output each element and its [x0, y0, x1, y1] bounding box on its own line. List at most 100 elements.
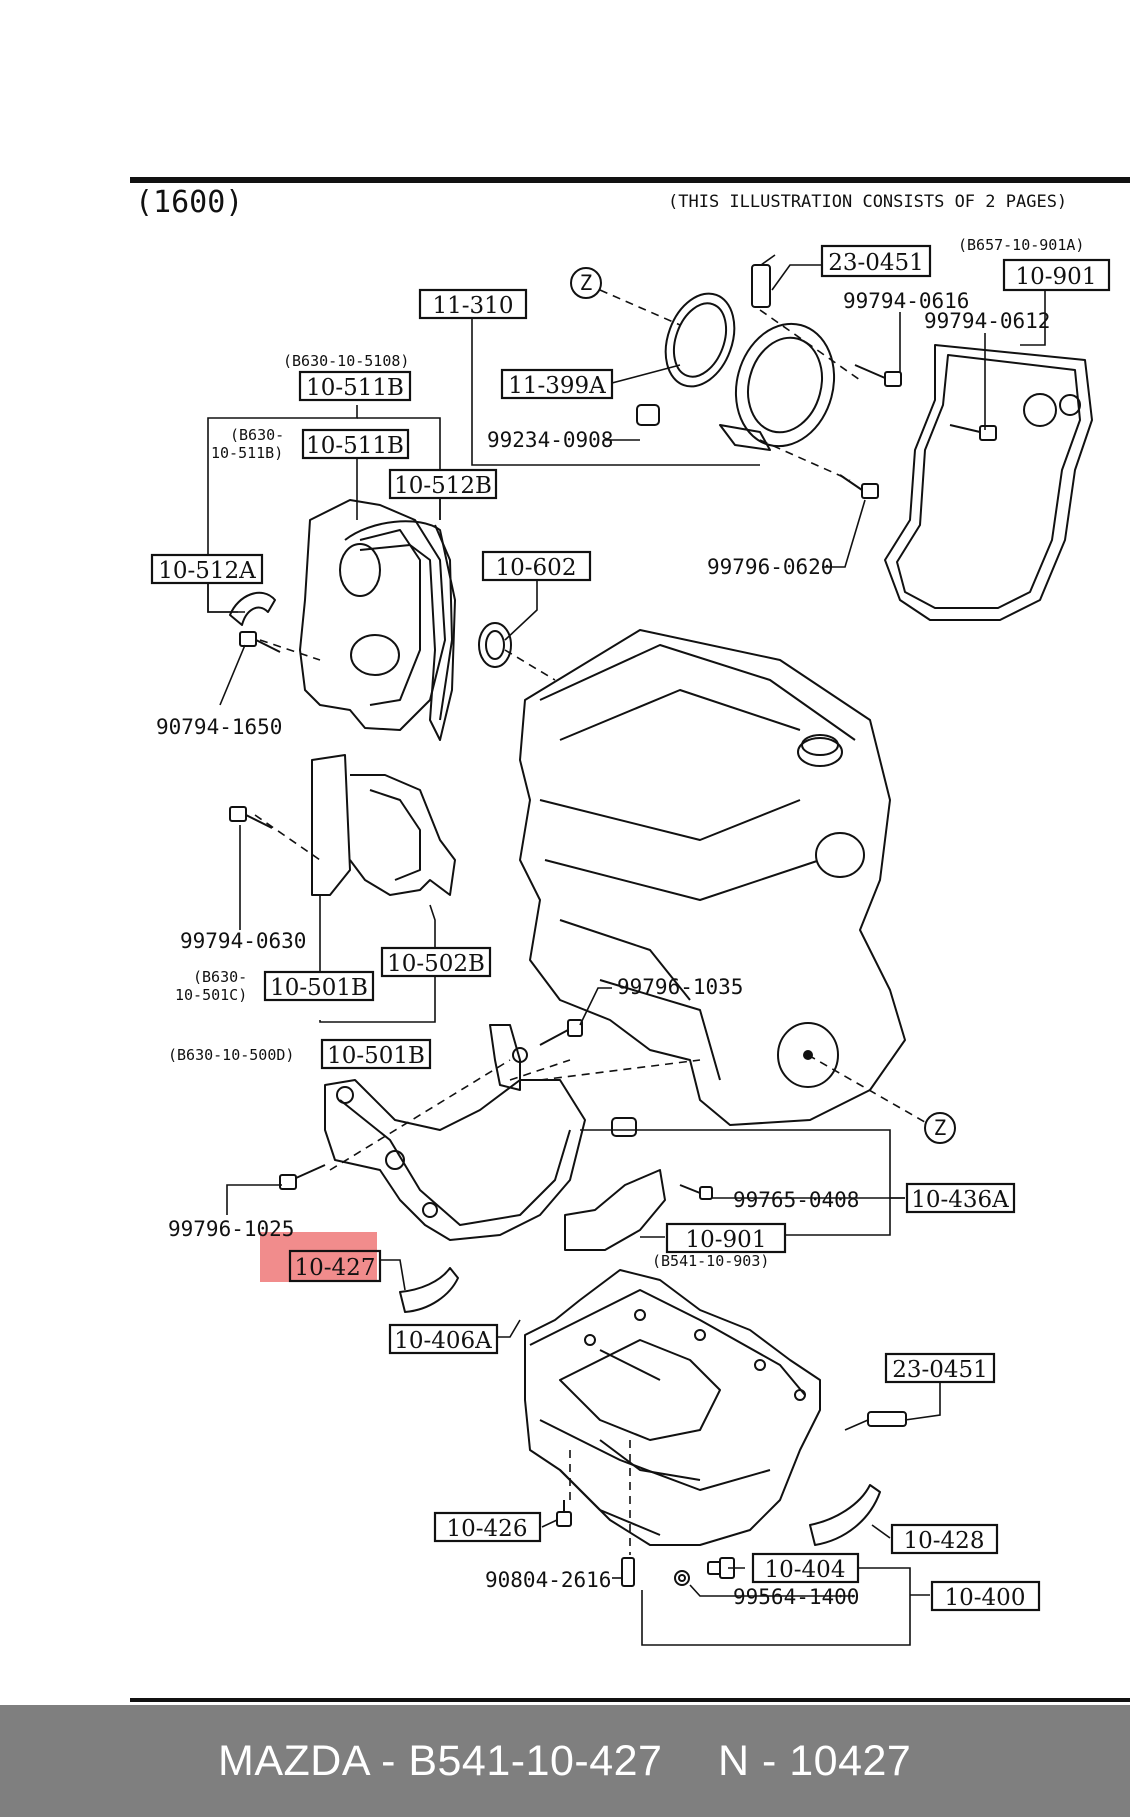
note-b630-501c-line1: (B630- [193, 968, 247, 986]
svg-text:10-511B: 10-511B [306, 375, 404, 401]
part-footer: MAZDA - B541-10-427 N - 10427 [0, 1705, 1130, 1817]
part-label-11-399A: 11-399A [500, 368, 614, 400]
bolt-label-99234-0908: 99234-0908 [487, 428, 613, 452]
bolt-label-99564-1400: 99564-1400 [733, 1585, 859, 1609]
svg-text:10-400: 10-400 [945, 1585, 1026, 1611]
part-label-10-602: 10-602 [481, 550, 592, 582]
svg-text:11-310: 11-310 [433, 293, 514, 319]
seal-10-901-mid [564, 1169, 666, 1251]
bolt-99796-1025 [279, 1164, 326, 1190]
svg-text:10-512B: 10-512B [394, 473, 492, 499]
part-label-10-512B: 10-512B [388, 468, 498, 500]
bolt-label-99796-0620: 99796-0620 [707, 555, 833, 579]
part-label-23-0451-top: 23-0451 [820, 244, 932, 278]
seal-10-406A [399, 1267, 459, 1313]
svg-text:10-501B: 10-501B [270, 975, 368, 1001]
part-label-10-426: 10-426 [433, 1511, 542, 1543]
bolt-10-426 [556, 1500, 572, 1527]
bolt-99794-0630 [229, 806, 273, 829]
svg-text:10-602: 10-602 [496, 555, 577, 581]
bottom-rule [130, 1698, 1130, 1702]
bolt-label-99796-1035: 99796-1035 [617, 975, 743, 999]
svg-text:11-399A: 11-399A [508, 373, 606, 399]
leader-lines [207, 264, 1046, 1646]
front-plate [324, 1079, 586, 1241]
top-rule [130, 177, 1130, 183]
bolt-label-99794-0612: 99794-0612 [924, 309, 1050, 333]
part-label-10-501B-a: 10-501B [263, 970, 375, 1002]
svg-text:10-406A: 10-406A [394, 1328, 492, 1354]
svg-text:23-0451: 23-0451 [892, 1357, 988, 1383]
svg-text:10-428: 10-428 [904, 1528, 985, 1554]
part-label-23-0451-bottom: 23-0451 [884, 1352, 996, 1384]
bolt-label-99794-0630: 99794-0630 [180, 929, 306, 953]
note-b630-5108: (B630-10-5108) [283, 352, 409, 370]
timing-cover-lower [311, 754, 456, 896]
svg-text:10-502B: 10-502B [387, 951, 485, 977]
rear-plate [884, 344, 1093, 621]
svg-text:10-501B: 10-501B [327, 1043, 425, 1069]
bolt-label-99796-1025: 99796-1025 [168, 1217, 294, 1241]
bolt-90804-2616 [621, 1557, 635, 1587]
note-b630-500d: (B630-10-500D) [168, 1046, 294, 1064]
note-b657: (B657-10-901A) [958, 236, 1084, 254]
highlight-box [260, 1232, 377, 1282]
part-label-10-512A: 10-512A [150, 553, 264, 585]
engine-label: (1600) [135, 185, 243, 220]
assembly-lines [254, 289, 931, 1555]
callout-z-bottom [924, 1112, 956, 1144]
note-b630-511b-line2: 10-511B) [211, 444, 283, 462]
bolt-99765-0408 [679, 1184, 713, 1200]
exploded-parts-diagram: (1600) (THIS ILLUSTRATION CONSISTS OF 2 … [130, 177, 1130, 1702]
part-label-10-436A: 10-436A [905, 1182, 1016, 1214]
note-b630-511b-line1: (B630- [230, 426, 284, 444]
note-b630-501c-line2: 10-501C) [175, 986, 247, 1004]
bolt-99794-0612 [949, 424, 997, 441]
seal-housing [719, 322, 836, 451]
timing-chain [344, 520, 456, 741]
bolt-label-99794-0616: 99794-0616 [843, 289, 969, 313]
sensor-bottom [844, 1411, 907, 1431]
bolt-label-99765-0408: 99765-0408 [733, 1188, 859, 1212]
part-label-10-511B-b: 10-511B [301, 428, 410, 460]
bolt-90794-1650 [239, 631, 281, 653]
part-label-10-502B: 10-502B [380, 946, 492, 978]
part-label-11-310: 11-310 [418, 288, 528, 320]
spacer [611, 1117, 637, 1137]
washer [674, 1570, 690, 1586]
svg-text:10-436A: 10-436A [911, 1187, 1009, 1213]
bolt-99796-1035 [539, 1019, 583, 1046]
seal-10-428 [809, 1484, 881, 1546]
part-label-10-901-mid: 10-901 [665, 1222, 787, 1254]
svg-text:10-511B: 10-511B [306, 433, 404, 459]
footer-number: N - 10427 [718, 1737, 912, 1785]
svg-text:10-901: 10-901 [1016, 264, 1097, 290]
note-b541-903: (B541-10-903) [652, 1252, 769, 1270]
svg-text:10-427: 10-427 [295, 1255, 376, 1281]
callout-z-bottom-label: Z [934, 1116, 947, 1140]
front-seal [478, 622, 512, 668]
svg-text:10-426: 10-426 [447, 1516, 528, 1542]
part-label-10-400: 10-400 [930, 1580, 1041, 1612]
chain-guide-A [229, 591, 276, 626]
rear-oil-seal [664, 292, 736, 388]
oil-pan [524, 1269, 821, 1546]
footer-brand-part: MAZDA - B541-10-427 [218, 1737, 663, 1785]
svg-text:10-512A: 10-512A [158, 558, 256, 584]
bolt-label-90794-1650: 90794-1650 [156, 715, 282, 739]
timing-cover-upper [299, 499, 453, 731]
callout-z-top-label: Z [580, 271, 593, 295]
svg-text:23-0451: 23-0451 [828, 250, 924, 276]
pages-note: (THIS ILLUSTRATION CONSISTS OF 2 PAGES) [668, 192, 1067, 212]
dowel [636, 404, 660, 426]
part-label-10-428: 10-428 [890, 1523, 999, 1555]
part-label-10-427: 10-427 [288, 1249, 382, 1283]
bolt-99794-0616 [854, 364, 902, 387]
part-label-10-501B-b: 10-501B [320, 1038, 432, 1070]
bolt-99796-0620 [839, 474, 879, 499]
part-label-10-901-top: 10-901 [1002, 258, 1111, 292]
part-label-10-406A: 10-406A [388, 1323, 499, 1355]
sensor-top [751, 254, 776, 308]
engine-block [519, 629, 906, 1126]
bracket-top [489, 1024, 528, 1091]
